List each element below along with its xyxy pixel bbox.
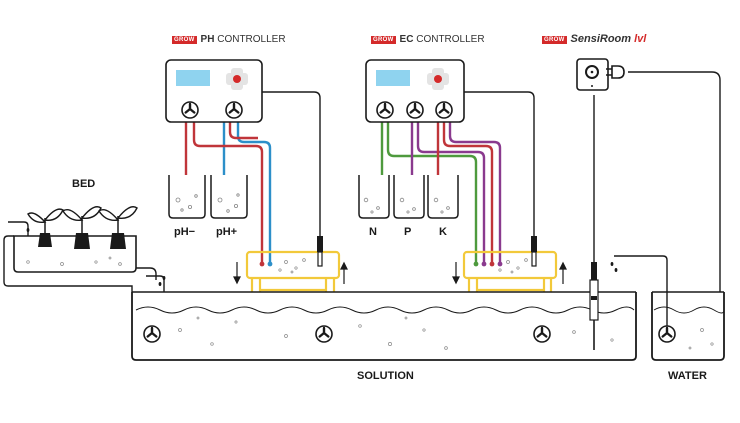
label-p: P: [404, 226, 412, 238]
ph-probe-icon: [317, 236, 323, 267]
pump-icon: [405, 100, 425, 120]
grow-bed: [3, 221, 165, 292]
manifold-bubbles: [278, 258, 528, 274]
label-water: WATER: [668, 370, 707, 382]
pump-icon: [657, 324, 677, 344]
brand-badge: GROW: [371, 36, 396, 44]
keypad-icon: [226, 68, 248, 90]
plant-icon: [62, 206, 102, 249]
ec-dosing-tubes: [380, 118, 502, 262]
dosing-drops: [259, 261, 503, 267]
keypad-icon: [427, 68, 449, 90]
ph-dosing-tubes: [184, 118, 272, 262]
plant-icon: [98, 206, 138, 249]
container-bubbles: [175, 193, 450, 214]
label-n: N: [369, 226, 377, 238]
ec-controller-unit: [365, 59, 465, 123]
level-sensor-icon: [589, 262, 599, 350]
drip-drops: [26, 228, 618, 286]
pump-icon: [434, 100, 454, 120]
water-tank: [614, 255, 725, 361]
plant-icon: [27, 208, 64, 247]
label-solution: SOLUTION: [357, 370, 414, 382]
pump-icon: [180, 100, 200, 120]
plug-icon: [606, 65, 625, 79]
flow-arrows: [233, 261, 567, 285]
pump-icon: [224, 100, 244, 120]
label-ph-minus: pH−: [174, 226, 196, 238]
label-bed: BED: [72, 178, 96, 190]
label-k: K: [439, 226, 447, 238]
pump-icon: [375, 100, 395, 120]
socket-icon: [585, 65, 599, 79]
pump-icon: [142, 324, 162, 344]
dosing-containers: [168, 175, 459, 219]
pump-icon: [532, 324, 552, 344]
brand-badge: GROW: [542, 36, 567, 44]
pump-icon: [314, 324, 334, 344]
sensiroom-socket: [576, 58, 609, 91]
ec-probe-icon: [531, 236, 537, 267]
solution-tank: [131, 291, 637, 361]
ph-controller-unit: [165, 59, 263, 123]
label-ph-plus: pH+: [216, 226, 238, 238]
brand-badge: GROW: [172, 36, 197, 44]
